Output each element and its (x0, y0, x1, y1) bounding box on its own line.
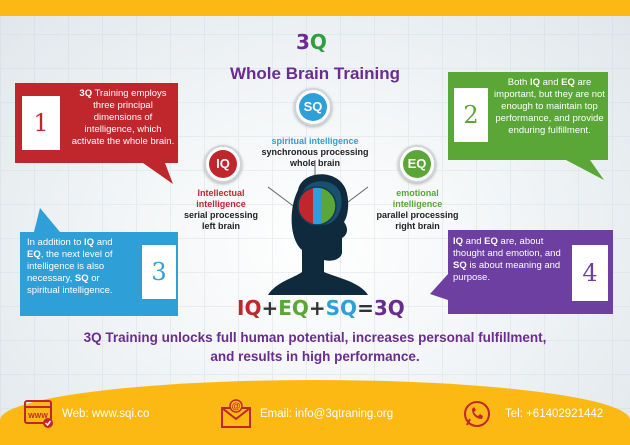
footer-bar (0, 380, 630, 445)
formula: IQ+EQ+SQ=3Q (237, 296, 405, 320)
email-icon: @ (221, 399, 251, 428)
formula-eq: EQ (278, 296, 309, 320)
iq-badge: IQ (204, 145, 242, 183)
brain-head-illustration (268, 160, 368, 295)
box-2-number: 2 (454, 88, 488, 142)
svg-text:WWW: WWW (28, 413, 48, 420)
footer-web[interactable]: Web: www.sqi.co (62, 408, 150, 420)
phone-icon (464, 401, 490, 427)
box-4-text: IQ and EQ are, about thought and emotion… (453, 236, 561, 283)
tagline: 3Q Training unlocks full human potential… (83, 330, 547, 364)
box-4-number: 4 (572, 245, 608, 301)
footer-phone[interactable]: Tel: +61402921442 (505, 408, 604, 420)
box-3-number: 3 (142, 245, 176, 299)
formula-iq: IQ (237, 296, 262, 320)
box-2-shape (448, 72, 608, 180)
eq-label: emotional intelligence parallel processi… (376, 188, 459, 231)
formula-sq: SQ (325, 296, 358, 320)
svg-text:@: @ (232, 401, 241, 411)
iq-label: Intellectual intelligence serial process… (183, 188, 259, 231)
box-1-text: 3Q Training employs three principal dime… (71, 88, 175, 147)
logo: 3Q (296, 30, 327, 54)
footer-email[interactable]: Email: info@3qtraning.org (260, 408, 394, 420)
box-3-text: In addition to IQ and EQ, the next level… (27, 237, 113, 296)
top-bar (0, 0, 630, 16)
eq-badge: EQ (398, 145, 436, 183)
www-icon: WWW (24, 400, 53, 428)
page-title: Whole Brain Training (229, 64, 400, 83)
box-1-number: 1 (22, 96, 60, 150)
formula-result: 3Q (373, 296, 405, 320)
sq-badge: SQ (294, 88, 332, 126)
box-2-text: Both IQ and EQ are important, but they a… (494, 77, 605, 136)
